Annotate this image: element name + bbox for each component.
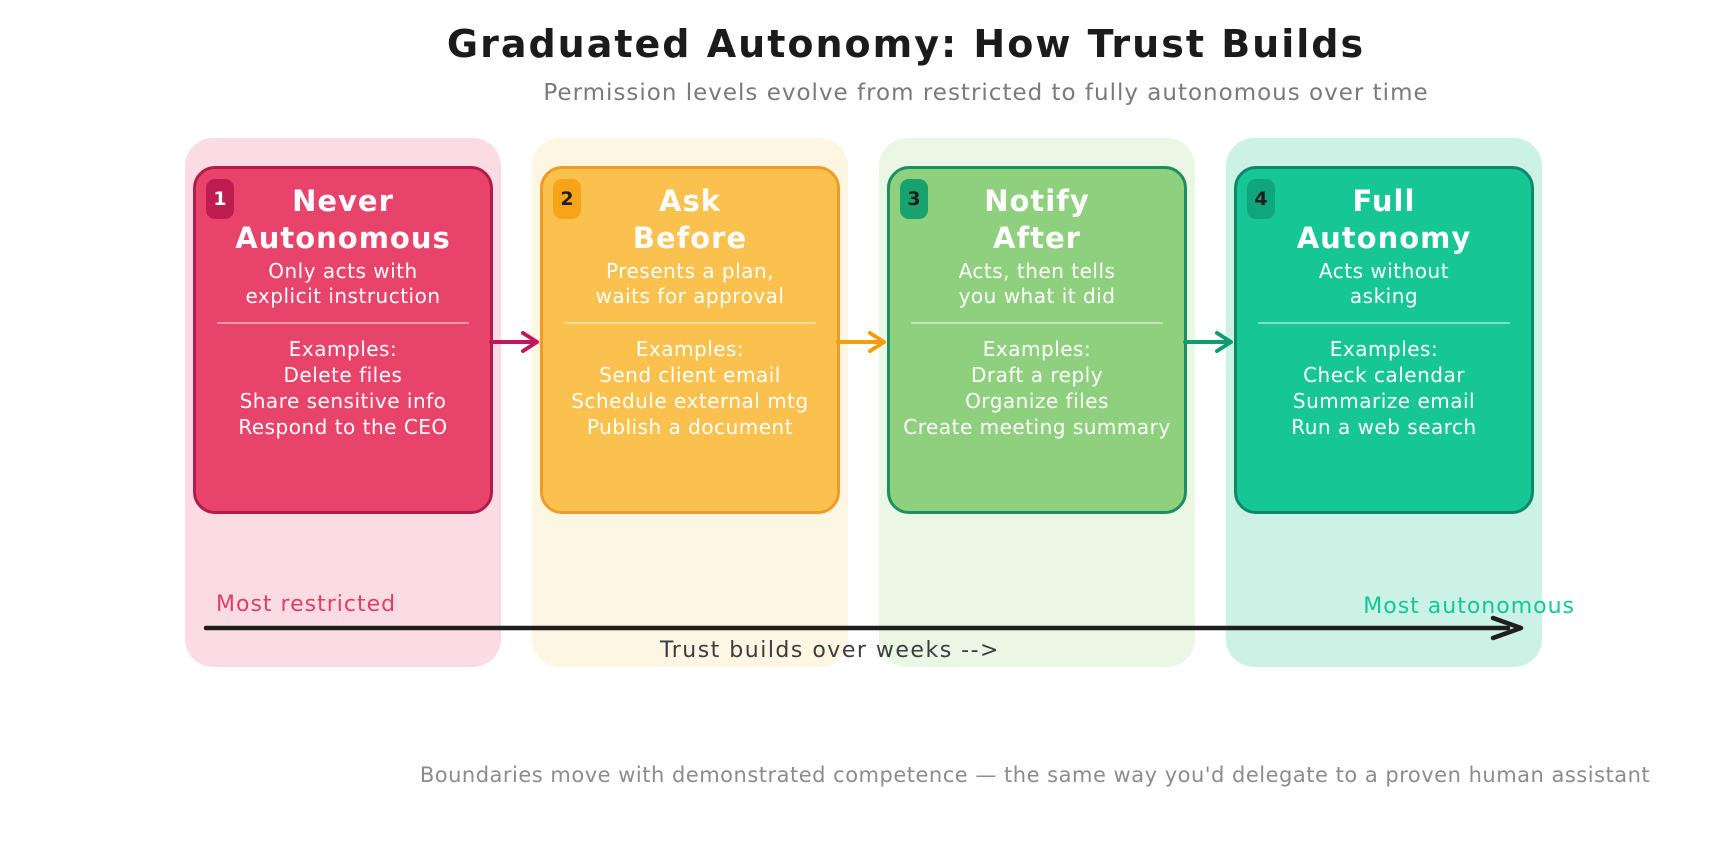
example-item: Share sensitive info — [239, 389, 447, 413]
example-item: Create meeting summary — [903, 415, 1171, 439]
example-item: Run a web search — [1291, 415, 1477, 439]
stage-2-card: 2 Ask Before Presents a plan, waits for … — [540, 166, 840, 514]
stage-3-description: Acts, then tells you what it did — [890, 259, 1184, 309]
stage-3-card: 3 Notify After Acts, then tells you what… — [887, 166, 1187, 514]
stage-desc-line: asking — [1349, 284, 1419, 308]
stage-4-number-badge: 4 — [1247, 179, 1275, 219]
arrow-stage2-to-stage3-icon — [836, 329, 890, 355]
stage-2-examples: Examples: Send client email Schedule ext… — [543, 336, 837, 440]
example-item: Publish a document — [586, 415, 794, 439]
stage-desc-line: waits for approval — [595, 284, 785, 308]
stage-1-card: 1 Never Autonomous Only acts with explic… — [193, 166, 493, 514]
stage-title-line: Notify — [984, 184, 1090, 218]
stage-3-examples: Examples: Draft a reply Organize files C… — [890, 336, 1184, 440]
divider — [1257, 322, 1511, 324]
examples-label: Examples: — [288, 337, 398, 361]
timeline-axis-label: Trust builds over weeks --> — [660, 638, 1000, 663]
examples-label: Examples: — [982, 337, 1092, 361]
stage-desc-line: explicit instruction — [245, 284, 441, 308]
stage-3-container: 3 Notify After Acts, then tells you what… — [879, 138, 1195, 667]
divider — [563, 322, 817, 324]
examples-label: Examples: — [635, 337, 745, 361]
stage-2-description: Presents a plan, waits for approval — [543, 259, 837, 309]
divider — [216, 322, 470, 324]
example-item: Schedule external mtg — [571, 389, 809, 413]
arrow-stage3-to-stage4-icon — [1183, 329, 1237, 355]
stage-1-number-badge: 1 — [206, 179, 234, 219]
example-item: Send client email — [599, 363, 781, 387]
stage-1-title: Never Autonomous — [196, 177, 490, 257]
page-subtitle: Permission levels evolve from restricted… — [543, 80, 1429, 106]
example-item: Draft a reply — [970, 363, 1104, 387]
stage-title-line: Autonomy — [1296, 221, 1472, 255]
stage-title-line: Before — [632, 221, 748, 255]
stage-3-title: Notify After — [890, 177, 1184, 257]
timeline-arrow-icon — [203, 615, 1528, 645]
stage-4-container: 4 Full Autonomy Acts without asking Exam… — [1226, 138, 1542, 667]
stage-4-title: Full Autonomy — [1237, 177, 1531, 257]
example-item: Respond to the CEO — [238, 415, 448, 439]
stage-desc-line: Acts, then tells — [958, 259, 1116, 283]
stage-title-line: After — [993, 221, 1081, 255]
example-item: Summarize email — [1292, 389, 1476, 413]
stage-desc-line: Acts without — [1318, 259, 1450, 283]
stage-title-line: Ask — [659, 184, 721, 218]
divider — [910, 322, 1164, 324]
stage-desc-line: Presents a plan, — [606, 259, 774, 283]
arrow-stage1-to-stage2-icon — [489, 329, 543, 355]
stage-1-container: 1 Never Autonomous Only acts with explic… — [185, 138, 501, 667]
stage-2-number-badge: 2 — [553, 179, 581, 219]
stage-title-line: Full — [1352, 184, 1416, 218]
example-item: Delete files — [283, 363, 403, 387]
stage-4-card: 4 Full Autonomy Acts without asking Exam… — [1234, 166, 1534, 514]
stage-3-number-badge: 3 — [900, 179, 928, 219]
example-item: Check calendar — [1303, 363, 1465, 387]
page-title: Graduated Autonomy: How Trust Builds — [446, 22, 1366, 66]
stage-1-examples: Examples: Delete files Share sensitive i… — [196, 336, 490, 440]
stage-desc-line: you what it did — [958, 284, 1116, 308]
stage-2-title: Ask Before — [543, 177, 837, 257]
stage-title-line: Autonomous — [235, 221, 451, 255]
stage-title-line: Never — [292, 184, 394, 218]
timeline-right-label: Most autonomous — [1363, 594, 1575, 619]
examples-label: Examples: — [1329, 337, 1439, 361]
stage-4-description: Acts without asking — [1237, 259, 1531, 309]
example-item: Organize files — [965, 389, 1109, 413]
stage-4-examples: Examples: Check calendar Summarize email… — [1237, 336, 1531, 440]
stage-1-description: Only acts with explicit instruction — [196, 259, 490, 309]
timeline-left-label: Most restricted — [216, 592, 397, 617]
stage-2-container: 2 Ask Before Presents a plan, waits for … — [532, 138, 848, 667]
footer-caption: Boundaries move with demonstrated compet… — [419, 763, 1651, 787]
stage-desc-line: Only acts with — [268, 259, 418, 283]
